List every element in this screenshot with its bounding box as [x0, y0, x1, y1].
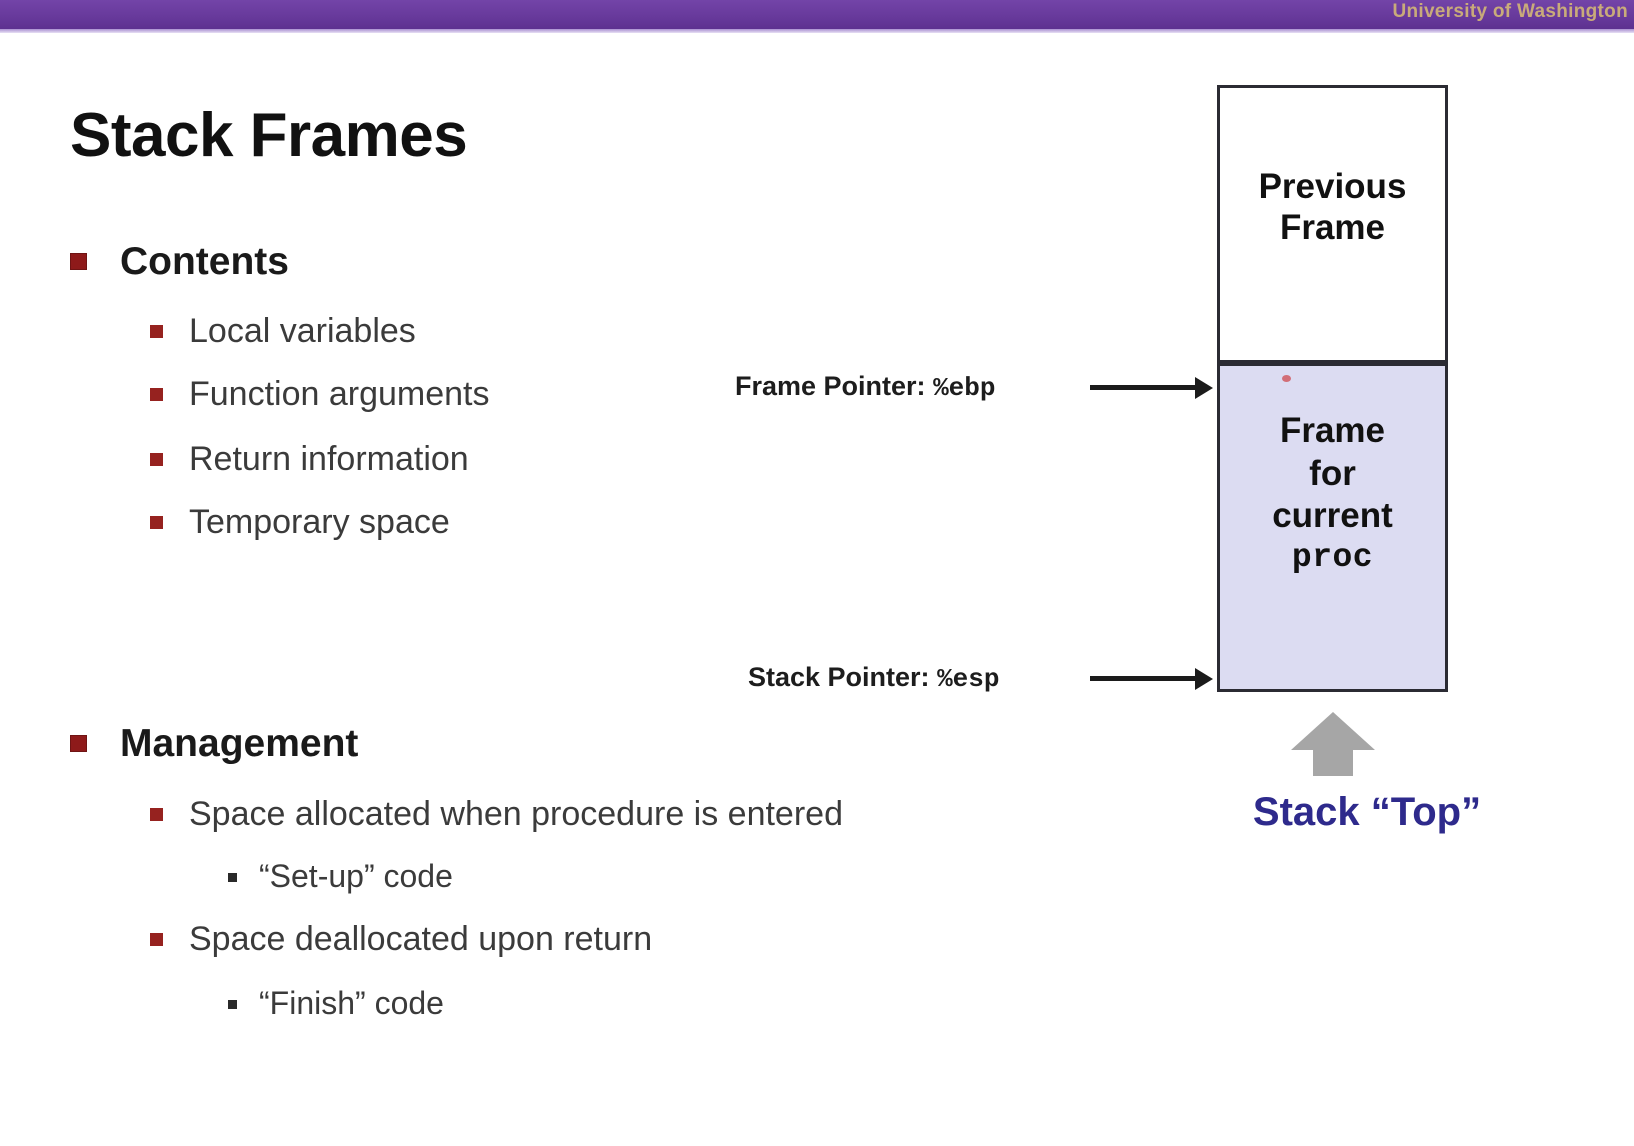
stack-pointer-register: %esp: [937, 664, 1000, 694]
list-item: Temporary space: [150, 503, 450, 542]
list-item: Space allocated when procedure is entere…: [150, 795, 843, 834]
bullet-square-icon: [150, 808, 163, 821]
current-frame-line4: proc: [1291, 539, 1374, 577]
header-bar: [0, 0, 1634, 29]
frame-pointer-label: Frame Pointer: %ebp: [735, 371, 995, 403]
red-speck-artifact-icon: [1282, 375, 1291, 382]
bullet-contents: Contents: [70, 240, 289, 284]
stack-pointer-text: Stack Pointer:: [748, 662, 930, 692]
sub-list-item: “Finish” code: [228, 985, 444, 1022]
bullet-square-icon: [150, 933, 163, 946]
list-item-label: Space allocated when procedure is entere…: [189, 795, 843, 833]
bullet-square-icon: [150, 516, 163, 529]
list-item-label: Function arguments: [189, 375, 490, 413]
previous-frame-label: Previous Frame: [1220, 166, 1445, 249]
bullet-management-label: Management: [120, 722, 359, 765]
list-item-label: Return information: [189, 440, 469, 478]
previous-frame-line1: Previous: [1258, 167, 1407, 206]
current-frame-line1: Frame: [1279, 411, 1386, 450]
list-item: Space deallocated upon return: [150, 920, 652, 959]
frame-pointer-text: Frame Pointer:: [735, 371, 926, 401]
bullet-square-icon: [228, 1000, 237, 1009]
stack-pointer-arrow-head-icon: [1195, 668, 1213, 690]
frame-pointer-arrow-shaft: [1090, 385, 1195, 390]
stack-pointer-label: Stack Pointer: %esp: [748, 662, 1000, 694]
bullet-square-icon: [70, 735, 87, 752]
list-item: Local variables: [150, 312, 416, 351]
bullet-square-icon: [150, 388, 163, 401]
sub-list-item-label: “Set-up” code: [259, 858, 453, 894]
stack-pointer-arrow-shaft: [1090, 676, 1195, 681]
list-item: Function arguments: [150, 375, 490, 414]
sub-list-item: “Set-up” code: [228, 858, 453, 895]
header-underline-rule: [0, 29, 1634, 33]
stack-top-caption: Stack “Top”: [1252, 790, 1482, 834]
page-title: Stack Frames: [70, 101, 468, 170]
current-frame-label: Frame for current proc: [1220, 410, 1445, 578]
sub-list-item-label: “Finish” code: [259, 985, 444, 1021]
current-frame-line3: current: [1272, 496, 1393, 536]
frame-pointer-arrow-head-icon: [1195, 377, 1213, 399]
institution-title: University of Washington: [1392, 1, 1628, 22]
current-frame-box: Frame for current proc: [1217, 363, 1448, 692]
frame-pointer-register: %ebp: [933, 373, 996, 403]
list-item-label: Temporary space: [189, 503, 450, 541]
previous-frame-box: Previous Frame: [1217, 85, 1448, 363]
list-item-label: Space deallocated upon return: [189, 920, 653, 958]
bullet-square-icon: [228, 873, 237, 882]
bullet-square-icon: [150, 453, 163, 466]
list-item: Return information: [150, 440, 469, 479]
bullet-contents-label: Contents: [120, 240, 289, 283]
previous-frame-line2: Frame: [1279, 208, 1386, 248]
list-item-label: Local variables: [189, 312, 416, 350]
bullet-square-icon: [70, 253, 87, 270]
bullet-management: Management: [70, 722, 358, 766]
stack-top-arrow-icon: [1291, 712, 1375, 776]
bullet-square-icon: [150, 325, 163, 338]
current-frame-line2: for: [1309, 453, 1356, 493]
